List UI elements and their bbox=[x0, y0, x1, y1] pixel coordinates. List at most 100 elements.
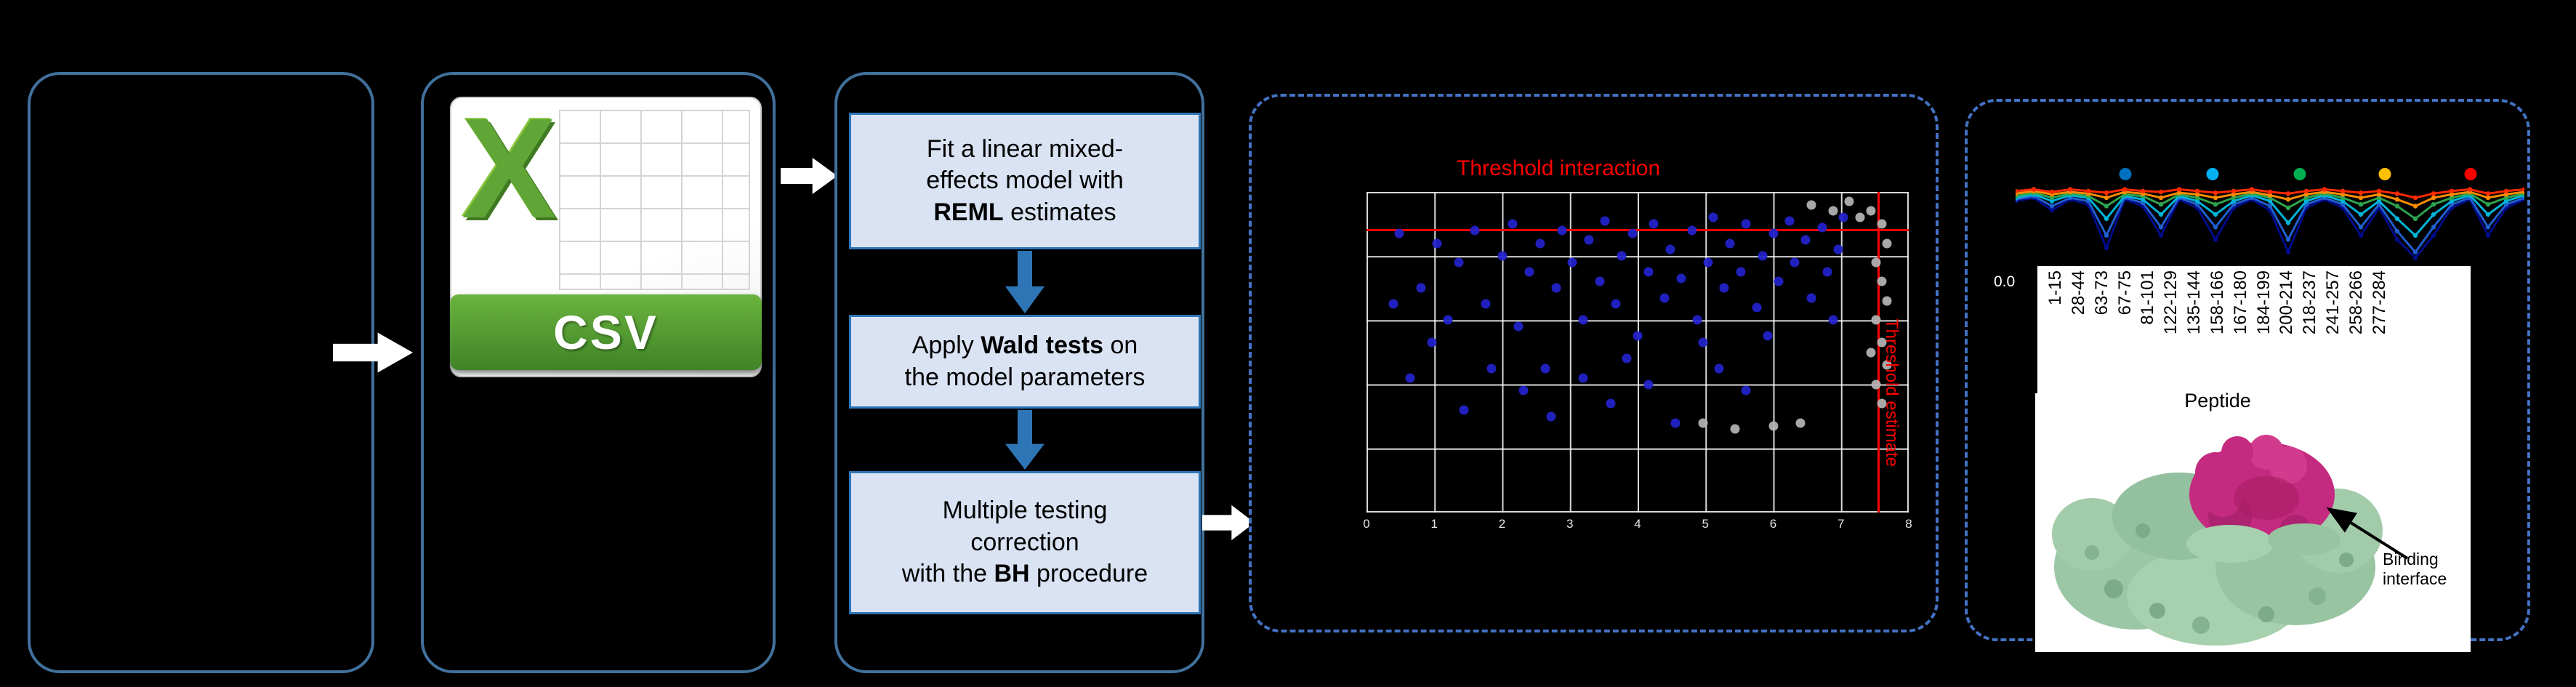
binding-interface-label: Binding interface bbox=[2383, 550, 2447, 589]
uptake-point bbox=[2194, 192, 2200, 197]
scatter-point bbox=[1578, 373, 1588, 383]
scatter-point bbox=[1822, 267, 1832, 277]
x-tick-label: 4 bbox=[1634, 517, 1641, 531]
uptake-point bbox=[2267, 189, 2273, 195]
scatter-point bbox=[1687, 225, 1697, 236]
scatter-point bbox=[1518, 385, 1529, 395]
scatter-point bbox=[1752, 302, 1762, 313]
scatter-point bbox=[1855, 212, 1865, 222]
scatter-point bbox=[1725, 238, 1735, 249]
step-text-line: Fit a linear mixed- bbox=[926, 134, 1124, 163]
peptide-tick-label: 135-144 bbox=[2184, 270, 2205, 335]
uptake-point bbox=[2016, 188, 2018, 193]
uptake-point bbox=[2285, 249, 2291, 254]
uptake-point bbox=[2158, 233, 2164, 238]
uptake-point bbox=[2467, 187, 2473, 192]
uptake-point bbox=[2376, 195, 2382, 201]
uptake-point bbox=[2431, 191, 2436, 196]
scatter-point bbox=[1698, 337, 1708, 347]
scatter-point bbox=[1736, 267, 1746, 277]
uptake-point bbox=[2394, 197, 2400, 202]
uptake-point bbox=[2303, 195, 2309, 201]
flow-arrow-right-icon bbox=[333, 332, 413, 373]
uptake-point bbox=[2503, 195, 2509, 201]
flow-arrow-down-icon bbox=[1005, 410, 1045, 470]
scatter-point bbox=[1606, 398, 1616, 409]
uptake-point bbox=[2303, 198, 2309, 204]
threshold-interaction-label: Threshold interaction bbox=[1457, 156, 1661, 180]
uptake-point bbox=[2431, 195, 2436, 201]
uptake-point bbox=[2285, 197, 2291, 202]
uptake-point bbox=[2412, 233, 2418, 238]
scatter-point bbox=[1676, 273, 1686, 284]
uptake-point bbox=[2285, 237, 2291, 242]
uptake-point bbox=[2231, 192, 2237, 197]
scatter-point bbox=[1877, 337, 1887, 347]
scatter-point bbox=[1882, 296, 1892, 306]
uptake-point bbox=[2358, 233, 2364, 238]
legend-dot bbox=[2119, 168, 2132, 180]
uptake-point bbox=[2267, 204, 2273, 209]
x-tick-label: 1 bbox=[1430, 517, 1438, 531]
peptide-tick-label: 1-15 bbox=[2045, 270, 2065, 306]
scatter-point bbox=[1665, 244, 1675, 254]
uptake-point bbox=[2303, 192, 2309, 197]
uptake-point bbox=[2340, 198, 2346, 204]
peptide-tick-label: 241-257 bbox=[2323, 270, 2343, 335]
uptake-point bbox=[2394, 228, 2400, 234]
uptake-point bbox=[2485, 212, 2491, 217]
threshold-estimate-label: Threshold estimate bbox=[1882, 318, 1901, 467]
uptake-point bbox=[2158, 195, 2164, 201]
x-tick-label: 8 bbox=[1905, 517, 1912, 531]
scatter-point bbox=[1595, 276, 1605, 286]
scatter-point bbox=[1643, 379, 1654, 390]
uptake-point bbox=[2176, 190, 2182, 196]
uptake-point bbox=[2449, 195, 2455, 201]
flow-arrow-right-icon bbox=[781, 158, 837, 194]
scatter-point bbox=[1730, 424, 1740, 434]
peptide-tick-label: 81-101 bbox=[2138, 270, 2158, 325]
scatter-point bbox=[1443, 315, 1453, 325]
scatter-point bbox=[1806, 200, 1816, 210]
scatter-point bbox=[1800, 235, 1811, 245]
plot-right-edge bbox=[1907, 192, 1909, 513]
scatter-point bbox=[1567, 257, 1577, 268]
flow-arrow-right-icon bbox=[1202, 505, 1255, 541]
scatter-point bbox=[1432, 238, 1442, 249]
scatter-point bbox=[1763, 331, 1773, 341]
csv-banner-label: CSV bbox=[450, 294, 762, 370]
scatter-point bbox=[1513, 321, 1524, 332]
scatter-point bbox=[1828, 315, 1838, 325]
scatter-point bbox=[1828, 206, 1838, 216]
scatter-point bbox=[1758, 251, 1768, 261]
uptake-point bbox=[2104, 204, 2109, 209]
uptake-point bbox=[2213, 202, 2218, 207]
x-tick-label: 7 bbox=[1838, 517, 1845, 531]
peptide-tick-label: 67-75 bbox=[2114, 270, 2135, 316]
uptake-point bbox=[2067, 187, 2073, 192]
uptake-point bbox=[2431, 202, 2436, 207]
uptake-point bbox=[2231, 195, 2237, 201]
scatter-point bbox=[1774, 276, 1784, 286]
uptake-point bbox=[2140, 197, 2146, 202]
step-box-wald: Apply Wald tests on the model parameters bbox=[849, 315, 1201, 409]
uptake-point bbox=[2358, 202, 2364, 207]
scatter-point bbox=[1692, 315, 1702, 325]
panel-model-steps: Fit a linear mixed- effects model with R… bbox=[834, 72, 1204, 673]
peptide-tick-label: 122-129 bbox=[2161, 270, 2181, 335]
scatter-point bbox=[1535, 238, 1545, 249]
uptake-point bbox=[2158, 202, 2164, 207]
scatter-point bbox=[1844, 196, 1854, 206]
scatter-point bbox=[1540, 363, 1550, 374]
uptake-point bbox=[2158, 212, 2164, 217]
scatter-point bbox=[1405, 373, 1415, 383]
scatter-point bbox=[1790, 257, 1800, 268]
flow-arrow-down-icon bbox=[1005, 251, 1045, 313]
scatter-point bbox=[1703, 257, 1713, 268]
scatter-point bbox=[1871, 379, 1881, 390]
scatter-point bbox=[1768, 228, 1778, 238]
scatter-point bbox=[1741, 385, 1751, 395]
